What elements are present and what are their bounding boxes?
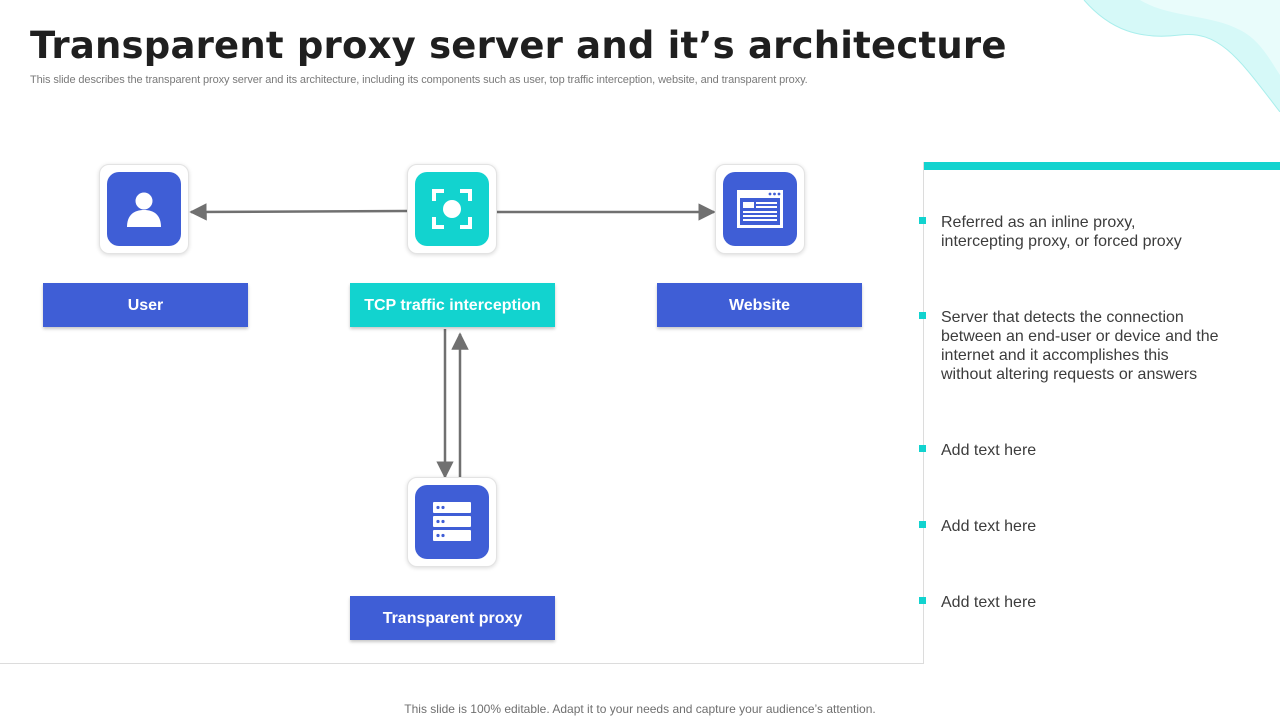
bullet-text: Add text here [941, 518, 1037, 535]
proxy-tile[interactable] [407, 477, 497, 567]
decorative-wave [1083, 0, 1280, 112]
page-subtitle: This slide describes the transparent pro… [30, 74, 808, 86]
bullet-marker [919, 445, 926, 452]
focus-capture-icon [415, 172, 489, 246]
bullet-item: Server that detects the connection betwe… [919, 308, 1219, 384]
bullet-item: Add text here [919, 593, 1219, 612]
bullet-marker [919, 217, 926, 224]
bullet-marker [919, 521, 926, 528]
server-icon [415, 485, 489, 559]
user-tile[interactable] [99, 164, 189, 254]
accent-bar [924, 162, 1280, 170]
tcp-tile[interactable] [407, 164, 497, 254]
bullet-item: Referred as an inline proxy, interceptin… [919, 213, 1219, 251]
user-label: User [43, 283, 248, 327]
bullet-item: Add text here [919, 517, 1219, 536]
bullet-text: Referred as an inline proxy, interceptin… [941, 214, 1182, 250]
bullet-item: Add text here [919, 441, 1219, 460]
browser-window-icon [723, 172, 797, 246]
bullet-text: Server that detects the connection betwe… [941, 309, 1219, 383]
bullet-text: Add text here [941, 442, 1037, 459]
diagram-frame [0, 162, 924, 664]
bullet-marker [919, 597, 926, 604]
connector-lines [189, 203, 716, 479]
website-tile[interactable] [715, 164, 805, 254]
footer-note: This slide is 100% editable. Adapt it to… [404, 702, 876, 716]
page-title: Transparent proxy server and it’s archit… [30, 24, 1007, 67]
arrow-tcp-to-user [189, 203, 408, 221]
website-label: Website [657, 283, 862, 327]
proxy-label: Transparent proxy [350, 596, 555, 640]
bullet-marker [919, 312, 926, 319]
tcp-label: TCP traffic interception [350, 283, 555, 327]
user-icon [107, 172, 181, 246]
bullet-text: Add text here [941, 594, 1037, 611]
